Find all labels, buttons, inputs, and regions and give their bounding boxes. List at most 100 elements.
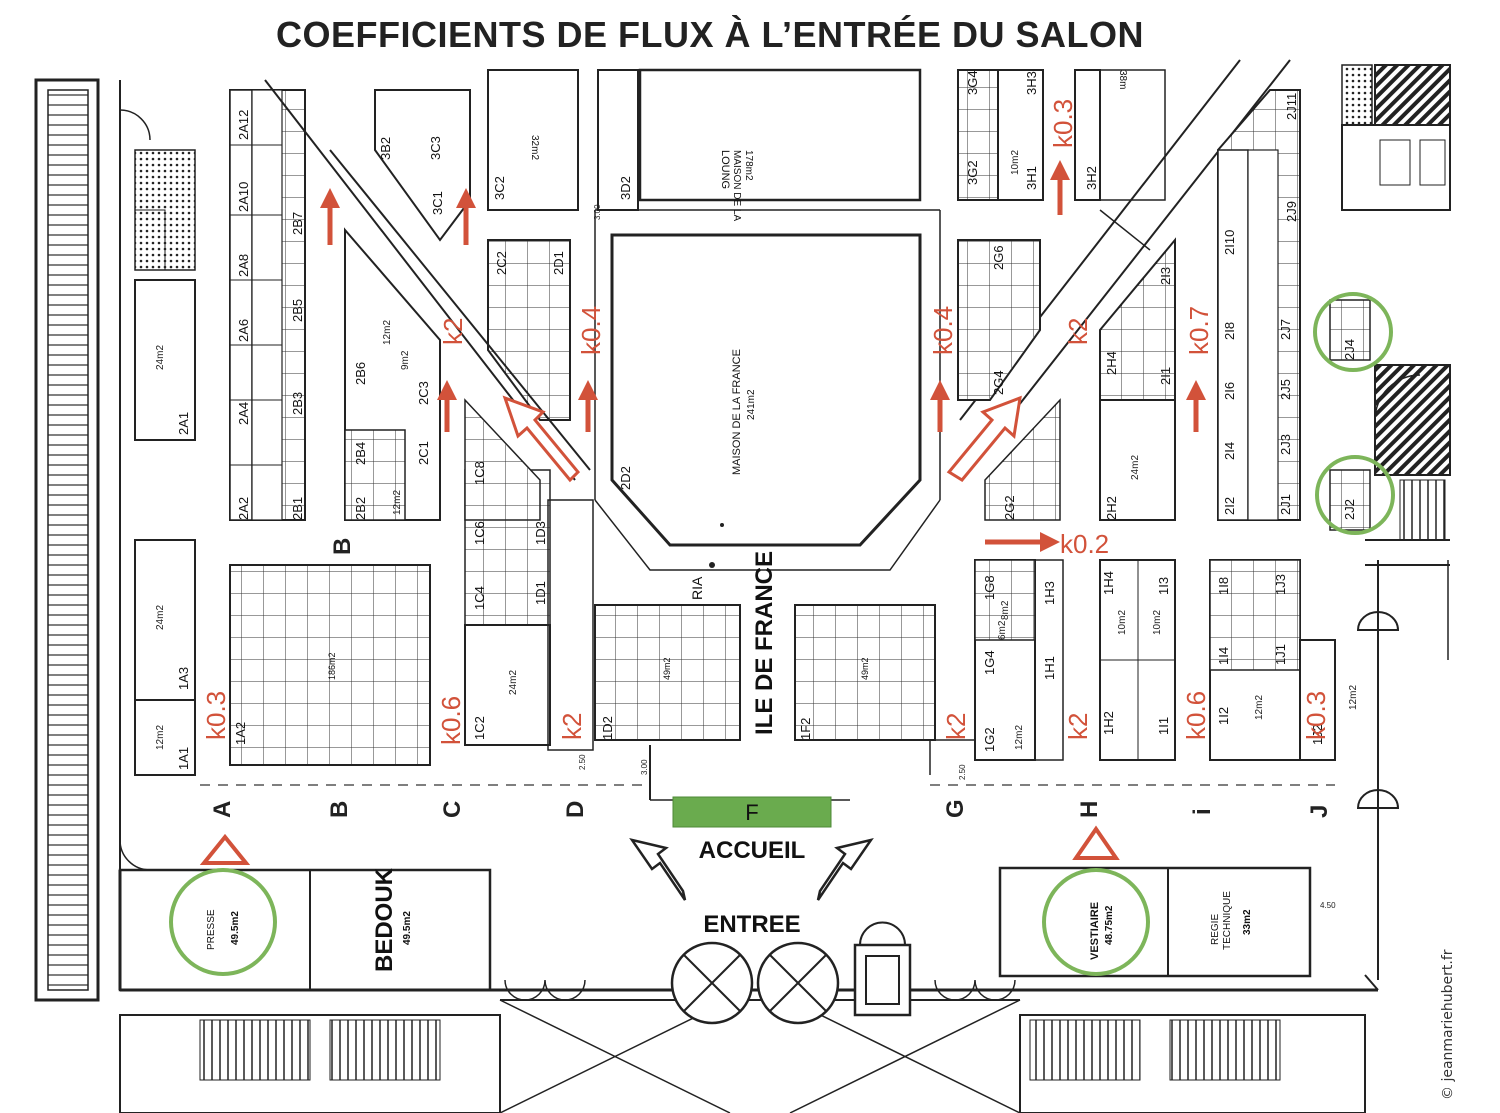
stand-2A2: 2A2 <box>236 497 251 520</box>
stand-1G2: 1G2 <box>982 727 997 752</box>
entrance-area <box>118 866 1366 1113</box>
stand-1C8: 1C8 <box>472 461 487 485</box>
stand-2J5: 2J5 <box>1278 379 1293 400</box>
aisle-c: C <box>439 801 466 818</box>
map-title: COEFFICIENTS DE FLUX À L’ENTRÉE DU SALON <box>275 14 1145 55</box>
area-186m2: 186m2 <box>327 652 337 680</box>
flow-k03-aisle-a: k0.3 <box>201 691 231 740</box>
stand-2A10: 2A10 <box>236 182 251 212</box>
area-6m2-1g4: 6m2 <box>997 620 1008 640</box>
maison-label: MAISON DE LA FRANCE <box>731 349 743 475</box>
stand-1J3: 1J3 <box>1273 574 1288 595</box>
area-24m2-1a3: 24m2 <box>155 605 166 630</box>
stand-3B2: 3B2 <box>378 137 393 160</box>
area-24m2-2h2: 24m2 <box>1130 455 1141 480</box>
dim-2-50-right: 2.50 <box>958 764 967 780</box>
stand-3H1: 3H1 <box>1024 166 1039 190</box>
diagonal-aisles <box>264 59 1291 481</box>
stand-2J9: 2J9 <box>1284 201 1299 222</box>
stand-2I8: 2I8 <box>1222 322 1237 340</box>
stand-2B3: 2B3 <box>290 392 305 415</box>
presse-label: PRESSE <box>206 909 217 950</box>
area-49m2-right: 49m2 <box>860 657 870 680</box>
ria-label: RIA <box>689 576 705 600</box>
stand-1J2: 1J2 <box>1310 724 1325 745</box>
stand-1C2: 1C2 <box>472 716 487 740</box>
stand-2G6: 2G6 <box>991 245 1006 270</box>
stands-lower-left <box>134 279 936 776</box>
stand-1A2: 1A2 <box>233 722 248 745</box>
stand-1H3: 1H3 <box>1042 581 1057 605</box>
stands-upper-right <box>957 69 1371 531</box>
stand-2I6: 2I6 <box>1222 382 1237 400</box>
ile-de-france-label: ILE DE FRANCE <box>751 551 778 735</box>
outline-arrow-icon <box>629 838 874 901</box>
area-12m2-1i2: 12m2 <box>1254 695 1265 720</box>
dim-3-00-center: 3.00 <box>640 759 649 775</box>
stand-3H2: 3H2 <box>1084 166 1099 190</box>
flow-outline-arrow-icon <box>502 395 1022 483</box>
regie-label: REGIE <box>1210 914 1221 945</box>
stands-lower-right <box>929 559 1336 775</box>
stand-1D2: 1D2 <box>600 716 615 740</box>
flow-k07: k0.7 <box>1184 306 1214 355</box>
stand-1C4: 1C4 <box>472 586 487 610</box>
area-12m2-1g2: 12m2 <box>1014 725 1025 750</box>
flow-arrow-icon <box>320 160 1206 552</box>
bedouk-area: 49.5m2 <box>402 911 413 945</box>
stand-2B5: 2B5 <box>290 299 305 322</box>
loung-label-2: MAISON DE LA <box>731 150 742 221</box>
loung-area: 178m2 <box>743 150 754 181</box>
maison-area: 241m2 <box>746 389 757 420</box>
flow-k04-left: k0.4 <box>576 306 606 355</box>
stand-3G2: 3G2 <box>965 160 980 185</box>
stand-1I2: 1I2 <box>1216 707 1231 725</box>
flow-k02: k0.2 <box>1060 529 1109 559</box>
presse-area: 49.5m2 <box>230 911 241 945</box>
stand-2A1: 2A1 <box>176 412 191 435</box>
stand-1C6: 1C6 <box>472 521 487 545</box>
stand-1I1: 1I1 <box>1156 717 1171 735</box>
stand-2C3: 2C3 <box>416 381 431 405</box>
area-12m2-2b2: 12m2 <box>392 490 403 515</box>
flow-k06-aisle-c: k0.6 <box>436 696 466 745</box>
stand-1D3: 1D3 <box>533 521 548 545</box>
aisle-g: G <box>942 799 969 818</box>
stand-1D1: 1D1 <box>533 581 548 605</box>
stand-3H3: 3H3 <box>1024 71 1039 95</box>
stand-2J7: 2J7 <box>1278 319 1293 340</box>
stand-2A6: 2A6 <box>236 319 251 342</box>
stand-1G8: 1G8 <box>982 575 997 600</box>
stand-3C3: 3C3 <box>428 136 443 160</box>
copyright-credit: © jeanmariehubert.fr <box>1440 949 1456 1100</box>
flow-k2-aisle-h: k2 <box>1063 713 1093 740</box>
stand-1I3: 1I3 <box>1156 577 1171 595</box>
stand-1H4: 1H4 <box>1101 571 1116 595</box>
stand-1I4: 1I4 <box>1216 647 1231 665</box>
stand-2B2: 2B2 <box>353 497 368 520</box>
flow-k06-aisle-i: k0.6 <box>1181 691 1211 740</box>
stands-upper-left <box>229 69 639 521</box>
regie-label-2: TECHNIQUE <box>1222 891 1233 950</box>
flow-k03-top: k0.3 <box>1048 99 1078 148</box>
stand-3C1: 3C1 <box>430 191 445 215</box>
stand-1F2: 1F2 <box>798 718 813 740</box>
aisle-h: H <box>1076 801 1103 818</box>
flow-k2-left-diagonal: k2 <box>438 318 468 345</box>
stand-2G2: 2G2 <box>1002 495 1017 520</box>
stand-2A12: 2A12 <box>236 110 251 140</box>
loung-label: LOUNG <box>719 150 731 189</box>
stand-2C2: 2C2 <box>494 251 509 275</box>
area-10m2-1i3: 10m2 <box>1152 610 1163 635</box>
stand-2A4: 2A4 <box>236 402 251 425</box>
entree-label: ENTREE <box>703 911 800 938</box>
area-12m2-1a1: 12m2 <box>155 725 166 750</box>
stand-2D2: 2D2 <box>618 466 633 490</box>
right-service-area <box>1341 64 1451 980</box>
vestiaire-area: 48.75m2 <box>1104 905 1115 945</box>
stand-2D1: 2D1 <box>551 251 566 275</box>
aisle-i: i <box>1189 808 1216 815</box>
aisle-b: B <box>326 801 353 818</box>
stand-2I2: 2I2 <box>1222 497 1237 515</box>
area-12m2-2b6: 12m2 <box>382 320 393 345</box>
